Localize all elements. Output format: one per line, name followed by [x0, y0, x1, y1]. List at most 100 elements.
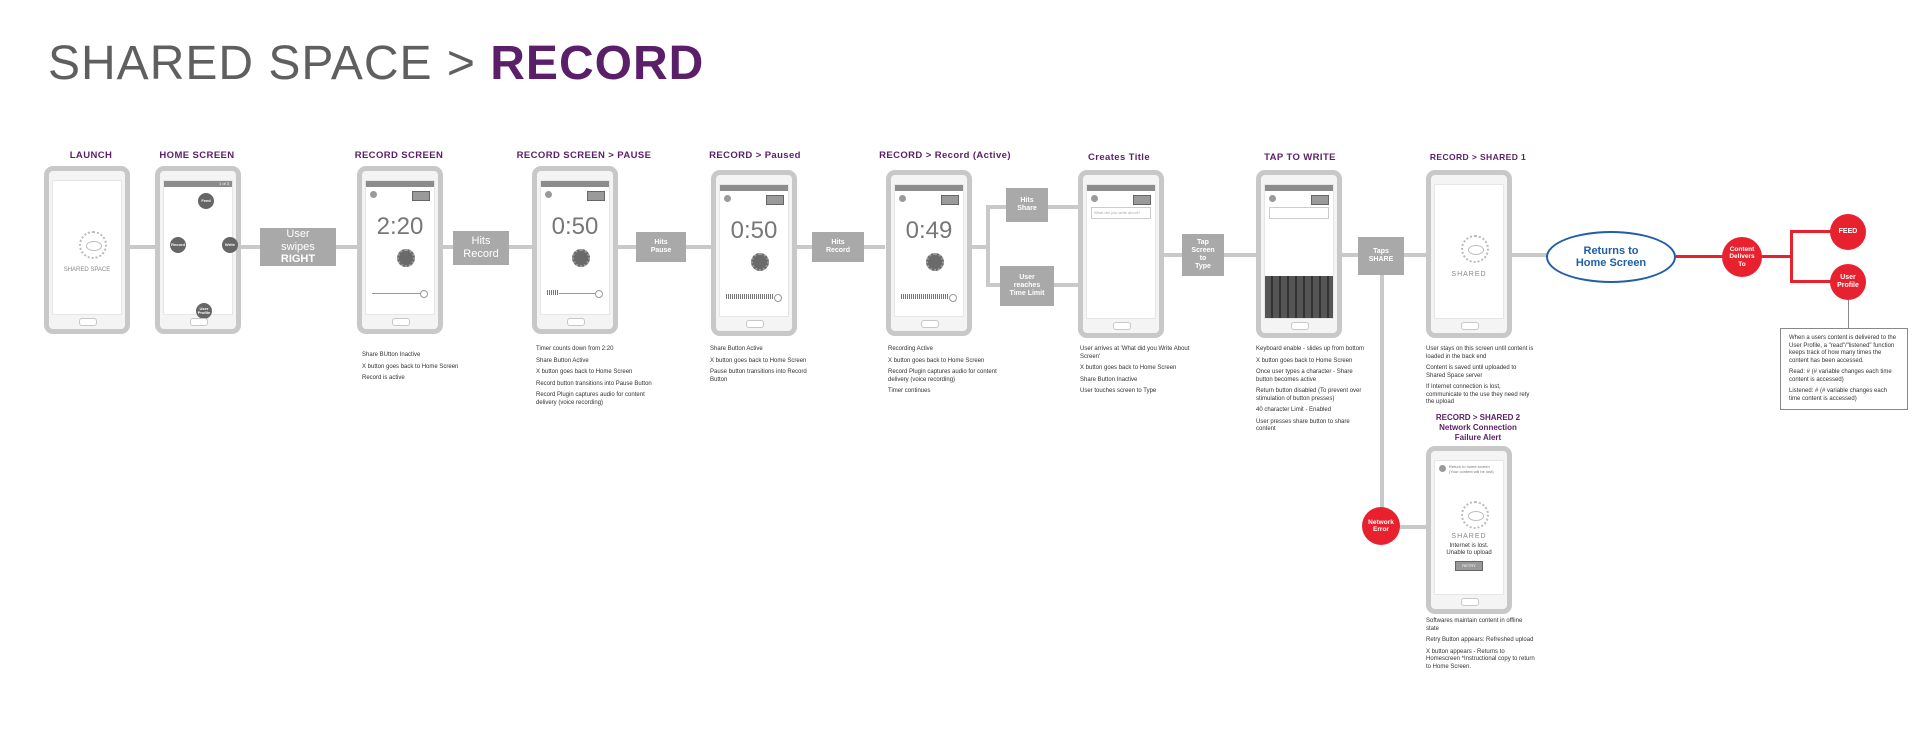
phone-tap-to-write: [1256, 170, 1342, 338]
connector-red: [1676, 255, 1726, 258]
shared-space-logo-icon: [79, 231, 107, 259]
brand-text: SHARED: [1451, 271, 1487, 278]
note-record: Share BUtton Inactive X button goes back…: [362, 352, 472, 387]
note-creates-title: User arrives at 'What did you Write Abou…: [1080, 346, 1190, 400]
page-title: SHARED SPACE > RECORD: [48, 36, 704, 91]
title-input[interactable]: [1269, 207, 1329, 219]
close-icon[interactable]: [545, 191, 552, 198]
progress-knob[interactable]: [595, 290, 603, 298]
return-home-link[interactable]: Return to home screen (Your content will…: [1449, 464, 1494, 474]
note-line: Record button transitions into Pause But…: [536, 380, 652, 387]
phone-screen: Return to home screen (Your content will…: [1434, 460, 1504, 595]
transition-text: User: [286, 228, 310, 241]
share-button[interactable]: [1311, 195, 1329, 205]
note-line: Content is saved until uploaded to Share…: [1426, 365, 1517, 379]
connector-red: [1790, 230, 1793, 282]
transition-text: Hits: [654, 238, 668, 246]
note-line: 40 character Limit - Enabled: [1256, 407, 1332, 413]
transition-text: reaches: [1013, 281, 1041, 289]
node-text: Delivers: [1729, 253, 1755, 261]
progress-knob[interactable]: [949, 294, 957, 302]
phone-paused: 0:50: [711, 170, 797, 336]
note-user-profile: When a users content is delivered to the…: [1780, 328, 1908, 410]
brand-text: SHARED SPACE: [63, 267, 111, 273]
connector-branch: [986, 205, 990, 287]
label-pause: RECORD SCREEN > PAUSE: [516, 150, 652, 161]
label-launch: LAUNCH: [69, 150, 113, 161]
connector-thin: [1848, 300, 1849, 328]
home-button-icon: [746, 320, 764, 328]
node-text: User: [1840, 274, 1856, 282]
phone-shared-2: Return to home screen (Your content will…: [1426, 446, 1512, 614]
note-paused: Share Button Active X button goes back t…: [710, 346, 818, 388]
transition-text: RIGHT: [280, 253, 316, 266]
node-text: Network: [1368, 518, 1394, 526]
close-icon[interactable]: [899, 195, 906, 202]
share-button[interactable]: [412, 191, 430, 201]
label-shared2-line3: Failure Alert: [1454, 433, 1502, 442]
note-line: X button goes back to Home Screen: [710, 357, 807, 364]
close-icon[interactable]: [724, 195, 731, 202]
transition-text: SHARE: [1368, 256, 1394, 263]
write-button[interactable]: Write: [222, 237, 238, 253]
feed-button[interactable]: Feed: [198, 193, 214, 209]
note-line: Recording Active: [888, 346, 934, 352]
home-button-icon: [1291, 322, 1309, 330]
note-line: User touches screen to Type: [1080, 388, 1157, 394]
alert-text: Internet is lost.: [1449, 543, 1489, 549]
transition-text: Record: [463, 248, 499, 260]
home-button-icon: [392, 318, 410, 326]
transition-text: swipes: [281, 240, 315, 253]
pause-button[interactable]: [926, 253, 944, 271]
title-input[interactable]: What did you write about?: [1091, 207, 1151, 219]
note-shared-1: User stays on this screen until content …: [1426, 346, 1536, 411]
share-button[interactable]: [1133, 195, 1151, 205]
note-tap-to-write: Keyboard enable - slides up from bottom …: [1256, 346, 1366, 438]
note-line: User arrives at 'What did you Write Abou…: [1080, 346, 1190, 360]
waveform: [901, 294, 949, 299]
record-button[interactable]: [751, 253, 769, 271]
note-line: Share Button Inactive: [1080, 376, 1138, 383]
retry-button[interactable]: RETRY: [1455, 561, 1483, 571]
close-icon[interactable]: [370, 191, 377, 198]
transition-text: Pause: [650, 247, 672, 254]
connector: [120, 245, 160, 249]
note-line: X button goes back to Home Screen: [362, 363, 459, 370]
progress-knob[interactable]: [420, 290, 428, 298]
home-button-icon: [1461, 322, 1479, 330]
note-active: Recording Active X button goes back to H…: [888, 346, 998, 400]
transition-text: Hits: [1020, 196, 1034, 204]
alert-text: Unable to upload: [1446, 550, 1492, 556]
keyboard[interactable]: [1265, 276, 1333, 318]
record-button[interactable]: [397, 249, 415, 267]
node-text: Content: [1729, 246, 1755, 254]
phone-screen: 2:20: [365, 180, 435, 315]
close-icon[interactable]: [1439, 465, 1446, 472]
connector-red: [1790, 230, 1834, 233]
note-shared-2: Softwares maintain content in offline st…: [1426, 618, 1536, 675]
label-tap: TAP TO WRITE: [1264, 152, 1336, 163]
home-button-icon: [921, 320, 939, 328]
label-shared1: RECORD > SHARED 1: [1429, 152, 1527, 162]
pause-button[interactable]: [572, 249, 590, 267]
share-button[interactable]: [587, 191, 605, 201]
record-button[interactable]: Record: [170, 237, 186, 253]
progress-track: [559, 293, 601, 294]
progress-knob[interactable]: [774, 294, 782, 302]
connector: [1395, 525, 1427, 529]
note-line: X button goes back to Home Screen: [888, 357, 985, 364]
close-icon[interactable]: [1091, 195, 1098, 202]
close-icon[interactable]: [1269, 195, 1276, 202]
label-shared2-line1: RECORD > SHARED 2: [1435, 413, 1521, 422]
share-button[interactable]: [941, 195, 959, 205]
share-button[interactable]: [766, 195, 784, 205]
alert-message: Internet is lost. Unable to upload: [1435, 543, 1503, 557]
node-text: To: [1738, 260, 1746, 268]
note-line: Share Button Active: [536, 357, 589, 364]
